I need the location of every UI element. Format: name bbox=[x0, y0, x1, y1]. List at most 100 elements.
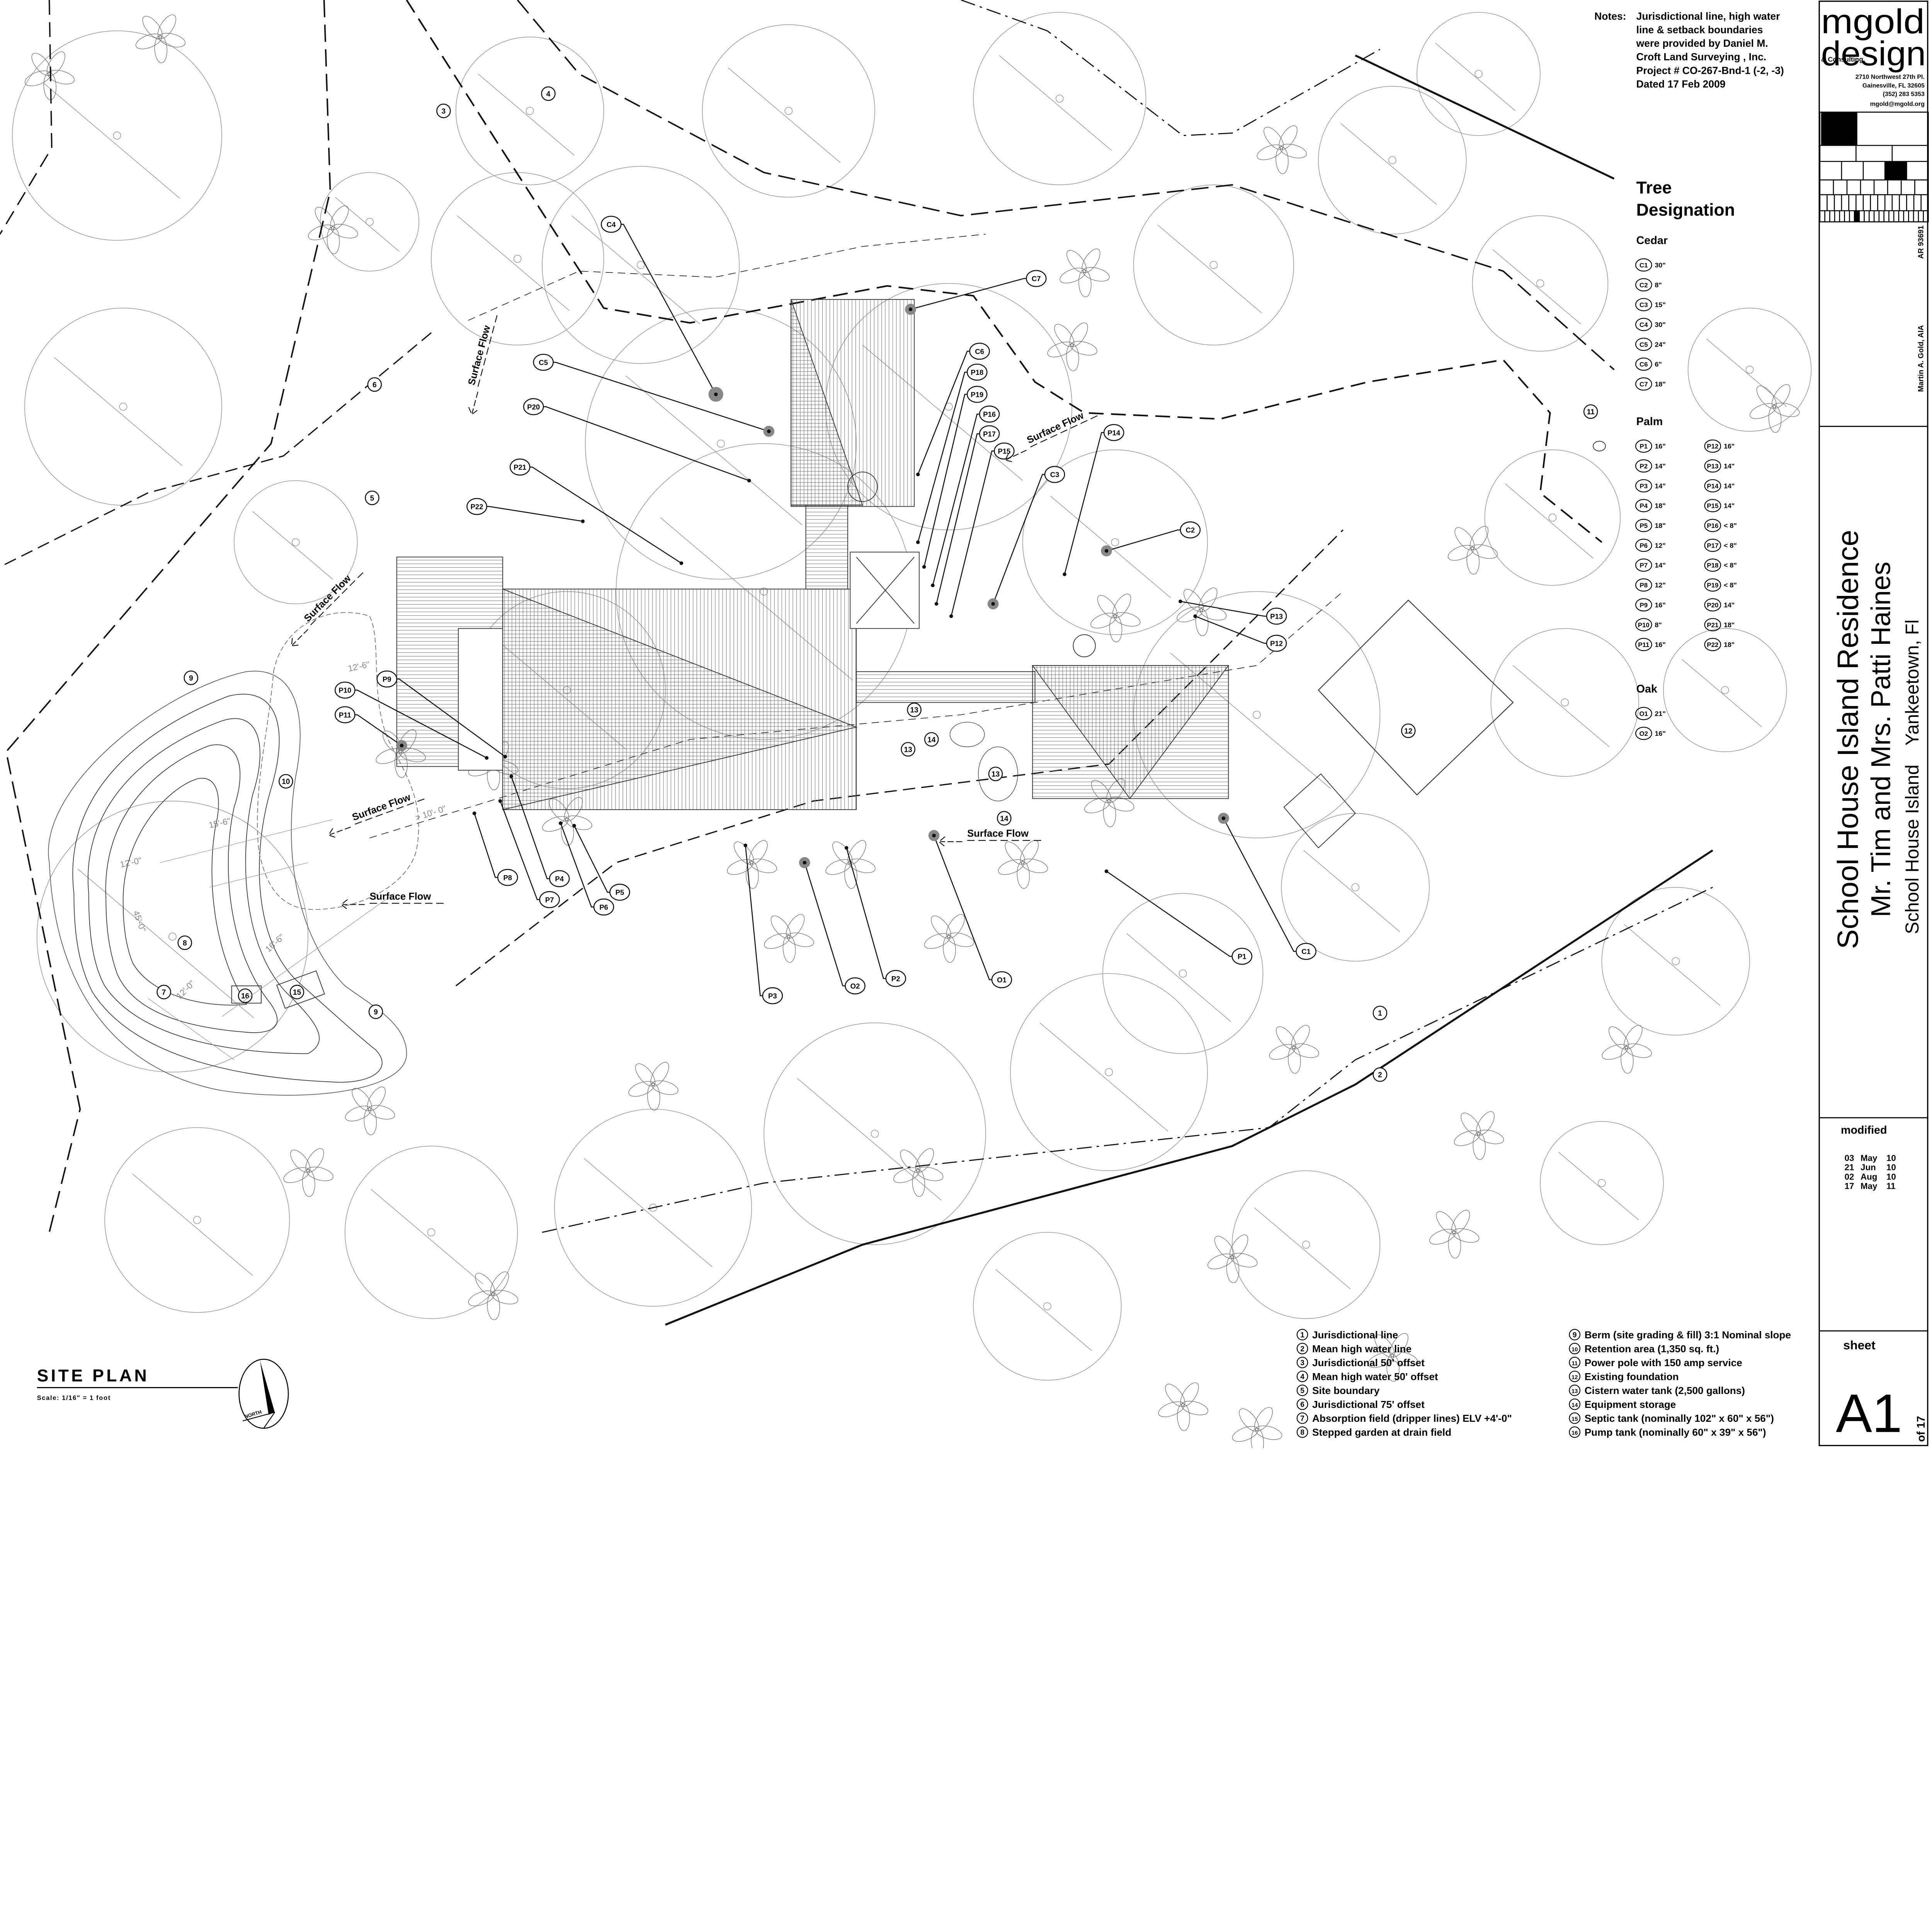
date-year: 10 bbox=[1886, 1172, 1896, 1181]
tree-callout-label: P21 bbox=[514, 463, 526, 471]
tree-canopy-icon bbox=[1540, 1121, 1664, 1245]
keyed-marker-12[interactable]: 12 bbox=[1401, 723, 1416, 738]
keyed-marker-3[interactable]: 3 bbox=[436, 104, 451, 118]
tree-callout-p3[interactable]: P3 bbox=[743, 843, 783, 1004]
tree-callout-p16[interactable]: P16 bbox=[931, 405, 1000, 587]
tree-callout-p5[interactable]: P5 bbox=[572, 824, 630, 901]
tree-callouts: C4C5C7C6P18P19P16P17P15C3P14C2P13P12P20P… bbox=[335, 216, 1316, 1004]
keyed-marker-11[interactable]: 11 bbox=[1583, 404, 1598, 419]
tree-designation-row: P18< 8" bbox=[1704, 558, 1737, 572]
tree-designation-row: P16< 8" bbox=[1704, 519, 1737, 532]
tree-callout-c1[interactable]: C1 bbox=[1218, 812, 1316, 960]
project-location-island: School House Island bbox=[1902, 764, 1923, 934]
tree-trunk-icon bbox=[908, 307, 913, 311]
legend-number: 15 bbox=[1571, 1416, 1578, 1423]
tree-callout-c3[interactable]: C3 bbox=[987, 466, 1065, 609]
keyed-marker-10[interactable]: 10 bbox=[278, 774, 293, 789]
tree-callout-p20[interactable]: P20 bbox=[523, 398, 751, 483]
tree-callout-label: C3 bbox=[1050, 471, 1060, 479]
date-month: Jun bbox=[1861, 1162, 1876, 1172]
keyed-marker-label: 3 bbox=[442, 107, 446, 116]
tree-callout-p19[interactable]: P19 bbox=[922, 386, 988, 569]
keyed-marker-label: 13 bbox=[904, 746, 912, 754]
keyed-marker-9[interactable]: 9 bbox=[184, 671, 199, 685]
tree-callout-p8[interactable]: P8 bbox=[472, 811, 518, 886]
tree-callout-p7[interactable]: P7 bbox=[498, 799, 560, 908]
arrow-left-icon bbox=[1004, 449, 1027, 463]
tree-callout-c6[interactable]: C6 bbox=[916, 342, 990, 477]
site-boundary bbox=[5, 0, 331, 1233]
tree-id: P3 bbox=[1639, 482, 1648, 490]
tree-callout-p21[interactable]: P21 bbox=[509, 458, 684, 565]
keyed-marker-14[interactable]: 14 bbox=[924, 732, 939, 747]
keyed-marker-5[interactable]: 5 bbox=[365, 490, 379, 505]
tree-callout-p1[interactable]: P1 bbox=[1104, 869, 1253, 965]
palm-fronds bbox=[24, 14, 1800, 1448]
tree-callout-c5[interactable]: C5 bbox=[533, 354, 775, 437]
tree-callout-p9[interactable]: P9 bbox=[376, 671, 507, 759]
tree-callout-c7[interactable]: C7 bbox=[905, 270, 1047, 315]
surface-flow-label: Surface Flow bbox=[351, 792, 412, 823]
tree-canopy-icon bbox=[1687, 308, 1812, 432]
tree-canopy-icon bbox=[431, 172, 604, 345]
tree-callout-p2[interactable]: P2 bbox=[844, 846, 906, 987]
keyed-marker-1[interactable]: 1 bbox=[1372, 1006, 1388, 1020]
tree-callout-p4[interactable]: P4 bbox=[509, 774, 570, 887]
tree-callout-p22[interactable]: P22 bbox=[466, 498, 585, 523]
tree-callout-o2[interactable]: O2 bbox=[799, 857, 866, 995]
keyed-marker-15[interactable]: 15 bbox=[289, 985, 304, 999]
tree-canopy-icon bbox=[234, 480, 358, 604]
keyed-marker-4[interactable]: 4 bbox=[541, 86, 556, 101]
palm-frond-icon bbox=[1429, 1210, 1480, 1259]
keyed-marker-9[interactable]: 9 bbox=[368, 1004, 383, 1019]
keyed-marker-2[interactable]: 2 bbox=[1372, 1067, 1388, 1082]
legend-text: Equipment storage bbox=[1585, 1399, 1676, 1410]
keyed-marker-16[interactable]: 16 bbox=[238, 988, 253, 1003]
legend-text: Mean high water line bbox=[1312, 1343, 1412, 1355]
keyed-marker-13[interactable]: 13 bbox=[988, 766, 1003, 781]
tree-callout-p14[interactable]: P14 bbox=[1063, 424, 1124, 576]
tree-callout-label: P2 bbox=[891, 975, 900, 983]
keyed-marker-7[interactable]: 7 bbox=[156, 985, 171, 999]
tree-callout-p10[interactable]: P10 bbox=[335, 681, 489, 760]
tree-id: P7 bbox=[1639, 562, 1648, 569]
tree-callout-p12[interactable]: P12 bbox=[1193, 614, 1287, 652]
keyed-marker-13[interactable]: 13 bbox=[901, 742, 915, 757]
tree-callout-p11[interactable]: P11 bbox=[335, 706, 407, 751]
tree-trunk-icon bbox=[932, 834, 936, 837]
tree-size: 16" bbox=[1655, 730, 1666, 737]
tree-canopy-icon bbox=[1490, 628, 1639, 777]
tree-trunk-icon bbox=[714, 392, 718, 397]
surface-flow-arrow: Surface Flow bbox=[1004, 410, 1098, 463]
tree-group-palm: Palm bbox=[1636, 415, 1663, 428]
keyed-marker-14[interactable]: 14 bbox=[997, 811, 1012, 826]
tree-trunk-icon bbox=[485, 756, 489, 760]
tree-callout-p17[interactable]: P17 bbox=[934, 425, 1000, 606]
tree-callout-p18[interactable]: P18 bbox=[916, 364, 988, 544]
tree-callout-o1[interactable]: O1 bbox=[928, 830, 1012, 989]
tree-callout-c4[interactable]: C4 bbox=[600, 216, 723, 402]
tree-callout-c2[interactable]: C2 bbox=[1101, 521, 1201, 557]
tree-size: 12" bbox=[1655, 581, 1666, 589]
keyed-marker-8[interactable]: 8 bbox=[177, 935, 192, 950]
tree-size: < 8" bbox=[1724, 541, 1737, 549]
palm-frond-icon bbox=[1090, 594, 1141, 642]
tree-callout-p6[interactable]: P6 bbox=[559, 821, 614, 916]
tree-callout-p13[interactable]: P13 bbox=[1179, 599, 1287, 625]
site-plan-sheet: C4C5C7C6P18P19P16P17P15C3P14C2P13P12P20P… bbox=[0, 0, 1929, 1448]
tree-canopy-icon bbox=[1231, 1170, 1381, 1319]
tree-canopy-icon bbox=[1318, 86, 1467, 235]
keyed-marker-13[interactable]: 13 bbox=[907, 702, 922, 717]
tree-id: P15 bbox=[1707, 502, 1718, 510]
north-arrow-icon: NORTH bbox=[238, 1358, 289, 1429]
tree-callout-p15[interactable]: P15 bbox=[949, 443, 1015, 618]
keyed-marker-6[interactable]: 6 bbox=[367, 377, 382, 392]
tree-trunk-icon bbox=[931, 583, 935, 587]
